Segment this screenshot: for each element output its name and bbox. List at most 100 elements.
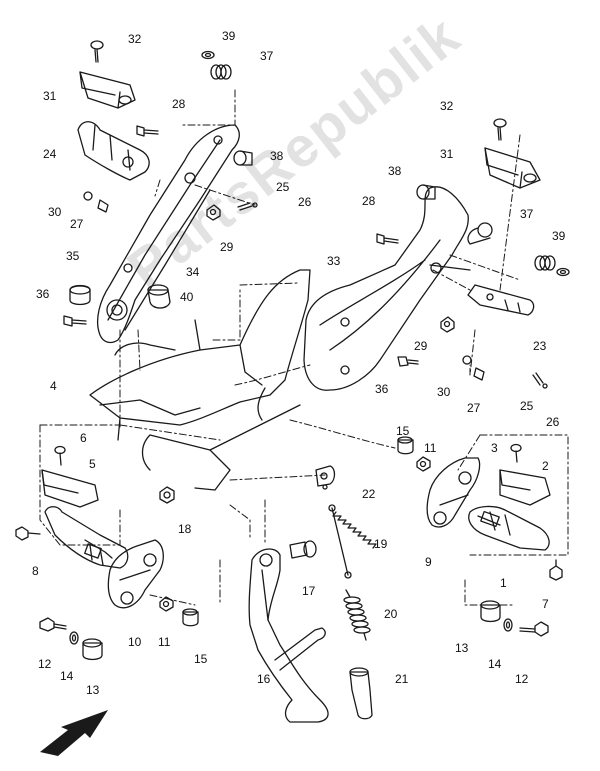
part-28-bolt [136, 125, 159, 137]
part-36-bolt-right [397, 356, 419, 367]
callout-31-right: 31 [440, 147, 454, 161]
front-arrow-icon [40, 710, 108, 756]
callout-21: 21 [395, 672, 409, 686]
part-24-holder [77, 121, 150, 181]
callout-30-right: 30 [437, 385, 451, 399]
callout-14: 14 [60, 669, 74, 683]
callout-27: 27 [70, 217, 84, 231]
part-37-spring-left [210, 64, 232, 80]
part-20-spring [343, 589, 371, 641]
part-2-footrest-cover-right [499, 469, 551, 506]
callout-39: 39 [222, 29, 236, 43]
part-35-collar [69, 284, 91, 306]
callout-28: 28 [172, 97, 186, 111]
part-12-bolt-left [39, 617, 67, 632]
part-10-bracket-left [107, 539, 164, 609]
part-footrest-left [44, 506, 129, 569]
callout-15-right: 15 [396, 424, 410, 438]
part-25-pin-right [532, 372, 548, 389]
part-16-sidestand [248, 548, 329, 723]
callout-25-right: 25 [520, 399, 534, 413]
part-13-collar-right [480, 600, 501, 623]
callout-8: 8 [32, 564, 39, 578]
part-13-collar-left [82, 638, 103, 661]
part-40-damper [147, 284, 171, 309]
callout-24: 24 [43, 147, 57, 161]
callout-12: 12 [38, 657, 52, 671]
frame-outline [89, 269, 311, 491]
part-30-ball-left [83, 191, 109, 213]
callout-28-right: 28 [362, 194, 376, 208]
callout-15: 15 [194, 652, 208, 666]
callout-16: 16 [257, 672, 271, 686]
callout-17: 17 [302, 584, 316, 598]
callout-13-right: 13 [455, 641, 469, 655]
part-3-screw-right [510, 443, 522, 463]
callout-39-right: 39 [552, 229, 566, 243]
part-7-bolt-right [549, 559, 563, 581]
callout-32: 32 [128, 32, 142, 46]
callout-27-right: 27 [467, 401, 481, 415]
part-37-spring-right [534, 255, 556, 271]
part-25-pin-left [237, 202, 258, 211]
part-39-washer-left [201, 50, 215, 60]
callout-37: 37 [260, 49, 274, 63]
part-14-washer-left [69, 631, 79, 645]
part-19-spring [328, 504, 377, 579]
callout-38-right: 38 [388, 164, 402, 178]
left-assembly-box [39, 424, 221, 546]
part-38-collar-right [416, 184, 436, 200]
callout-23: 23 [533, 339, 547, 353]
part-8-bolt-left [15, 526, 41, 541]
part-29-nut [206, 204, 221, 221]
part-12-bolt-right [519, 621, 549, 637]
part-21-sleeve [349, 667, 373, 720]
part-14-washer-right [503, 618, 513, 632]
part-9-bracket-right [426, 457, 481, 528]
part-1-footrest-right [468, 505, 550, 551]
callout-29-right: 29 [414, 339, 428, 353]
part-15-clip-right [397, 436, 414, 455]
callout-26-right: 26 [546, 415, 560, 429]
part-5-footrest-cover-left [41, 469, 99, 508]
callout-5: 5 [89, 457, 96, 471]
callout-11: 11 [158, 635, 171, 649]
callout-18: 18 [178, 522, 192, 536]
part-34-stay-left [96, 124, 240, 344]
callout-30: 30 [48, 205, 62, 219]
part-23-holder-right [467, 284, 535, 316]
callout-11-right: 11 [424, 441, 437, 455]
callout-2: 2 [542, 459, 549, 473]
callout-35: 35 [66, 249, 80, 263]
part-17-bolt [289, 540, 317, 559]
part-22-bracket [315, 465, 336, 490]
part-29-nut-right [440, 316, 455, 333]
right-assembly-box [457, 434, 569, 556]
part-36-bolt-left [63, 315, 87, 327]
part-18-nut [159, 486, 175, 504]
part-11-nut-left [159, 596, 174, 612]
callout-36-right: 36 [375, 382, 389, 396]
part-32-bolt-left [90, 40, 104, 63]
part-15-clip-left [182, 608, 199, 627]
callout-32-right: 32 [440, 99, 454, 113]
part-11-nut-right [416, 456, 431, 472]
callout-12-right: 12 [515, 672, 529, 686]
part-6-screw-left [54, 445, 66, 466]
callout-33: 33 [327, 254, 341, 268]
callout-14-right: 14 [488, 657, 502, 671]
callout-26: 26 [298, 195, 312, 209]
part-32-bolt-right [493, 118, 507, 141]
callout-6: 6 [80, 431, 87, 445]
callout-9: 9 [425, 555, 432, 569]
callout-31: 31 [43, 89, 57, 103]
callout-25: 25 [276, 180, 290, 194]
callout-4: 4 [50, 379, 57, 393]
part-39-washer-right [556, 267, 570, 277]
part-33-stay-right [303, 186, 493, 391]
callout-1: 1 [500, 576, 507, 590]
callout-29: 29 [220, 240, 234, 254]
callout-19: 19 [374, 537, 388, 551]
